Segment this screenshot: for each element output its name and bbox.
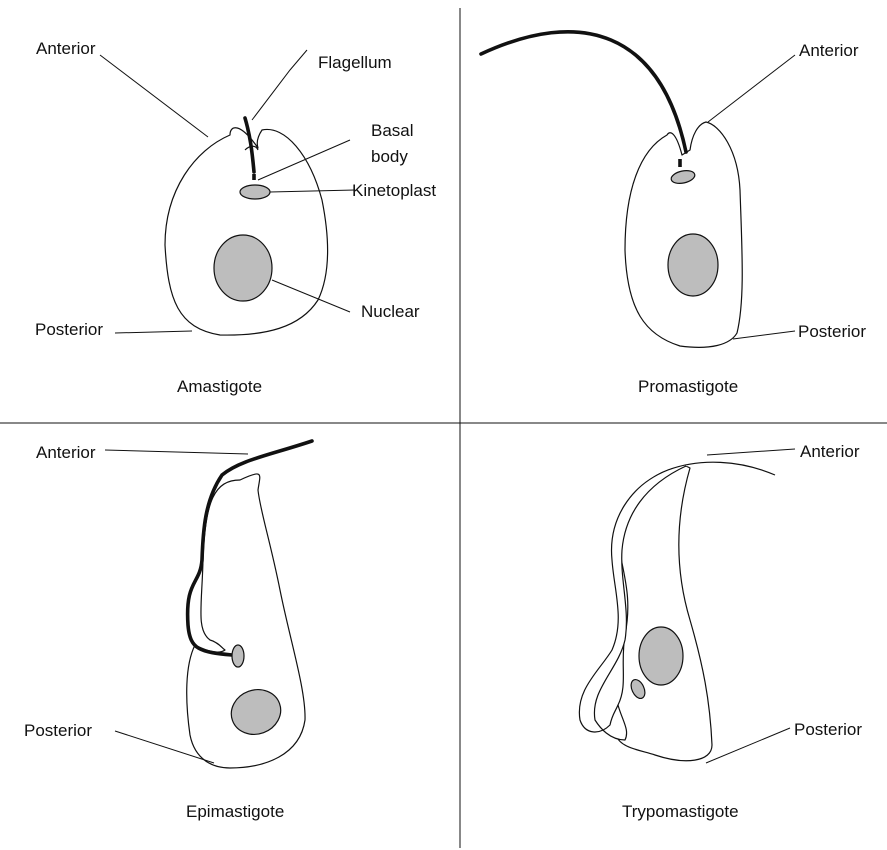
amastigote-nuclear-label: Nuclear [361,302,420,321]
trypomastigote-anterior-label: Anterior [800,442,860,461]
epimastigote-panel: Anterior Posterior Epimastigote [24,441,312,821]
epimastigote-anterior-label: Anterior [36,443,96,462]
amastigote-kinetoplast [240,185,270,199]
promastigote-cell-body [625,122,742,347]
amastigote-anterior-label: Anterior [36,39,96,58]
promastigote-nucleus [668,234,718,296]
trypomastigote-title: Trypomastigote [622,802,739,821]
promastigote-anterior-label: Anterior [799,41,859,60]
amastigote-basal-label-line1: Basal [371,121,414,140]
amastigote-flagellum-leader [252,50,307,120]
promastigote-anterior-leader [708,55,795,122]
amastigote-cell-body [165,128,328,335]
trypomastigote-posterior-leader [706,728,790,763]
epimastigote-title: Epimastigote [186,802,284,821]
amastigote-panel: Anterior Flagellum Basal body Kinetoplas… [35,39,436,396]
amastigote-title: Amastigote [177,377,262,396]
trypomastigote-posterior-label: Posterior [794,720,862,739]
promastigote-title: Promastigote [638,377,738,396]
epimastigote-kinetoplast [232,645,244,667]
promastigote-posterior-leader [733,331,795,339]
trypomastigote-nucleus [639,627,683,685]
amastigote-nucleus [214,235,272,301]
amastigote-kinetoplast-label: Kinetoplast [352,181,436,200]
epimastigote-anterior-leader [105,450,248,454]
amastigote-flagellum-label: Flagellum [318,53,392,72]
trypomastigote-anterior-leader [707,449,795,455]
promastigote-panel: Anterior Posterior Promastigote [481,32,866,396]
promastigote-flagellum [481,32,686,152]
epimastigote-posterior-label: Posterior [24,721,92,740]
amastigote-anterior-leader [100,55,208,137]
amastigote-posterior-label: Posterior [35,320,103,339]
amastigote-posterior-leader [115,331,192,333]
amastigote-basal-label-line2: body [371,147,408,166]
trypomastigote-panel: Anterior Posterior Trypomastigote [579,442,862,821]
promastigote-posterior-label: Posterior [798,322,866,341]
